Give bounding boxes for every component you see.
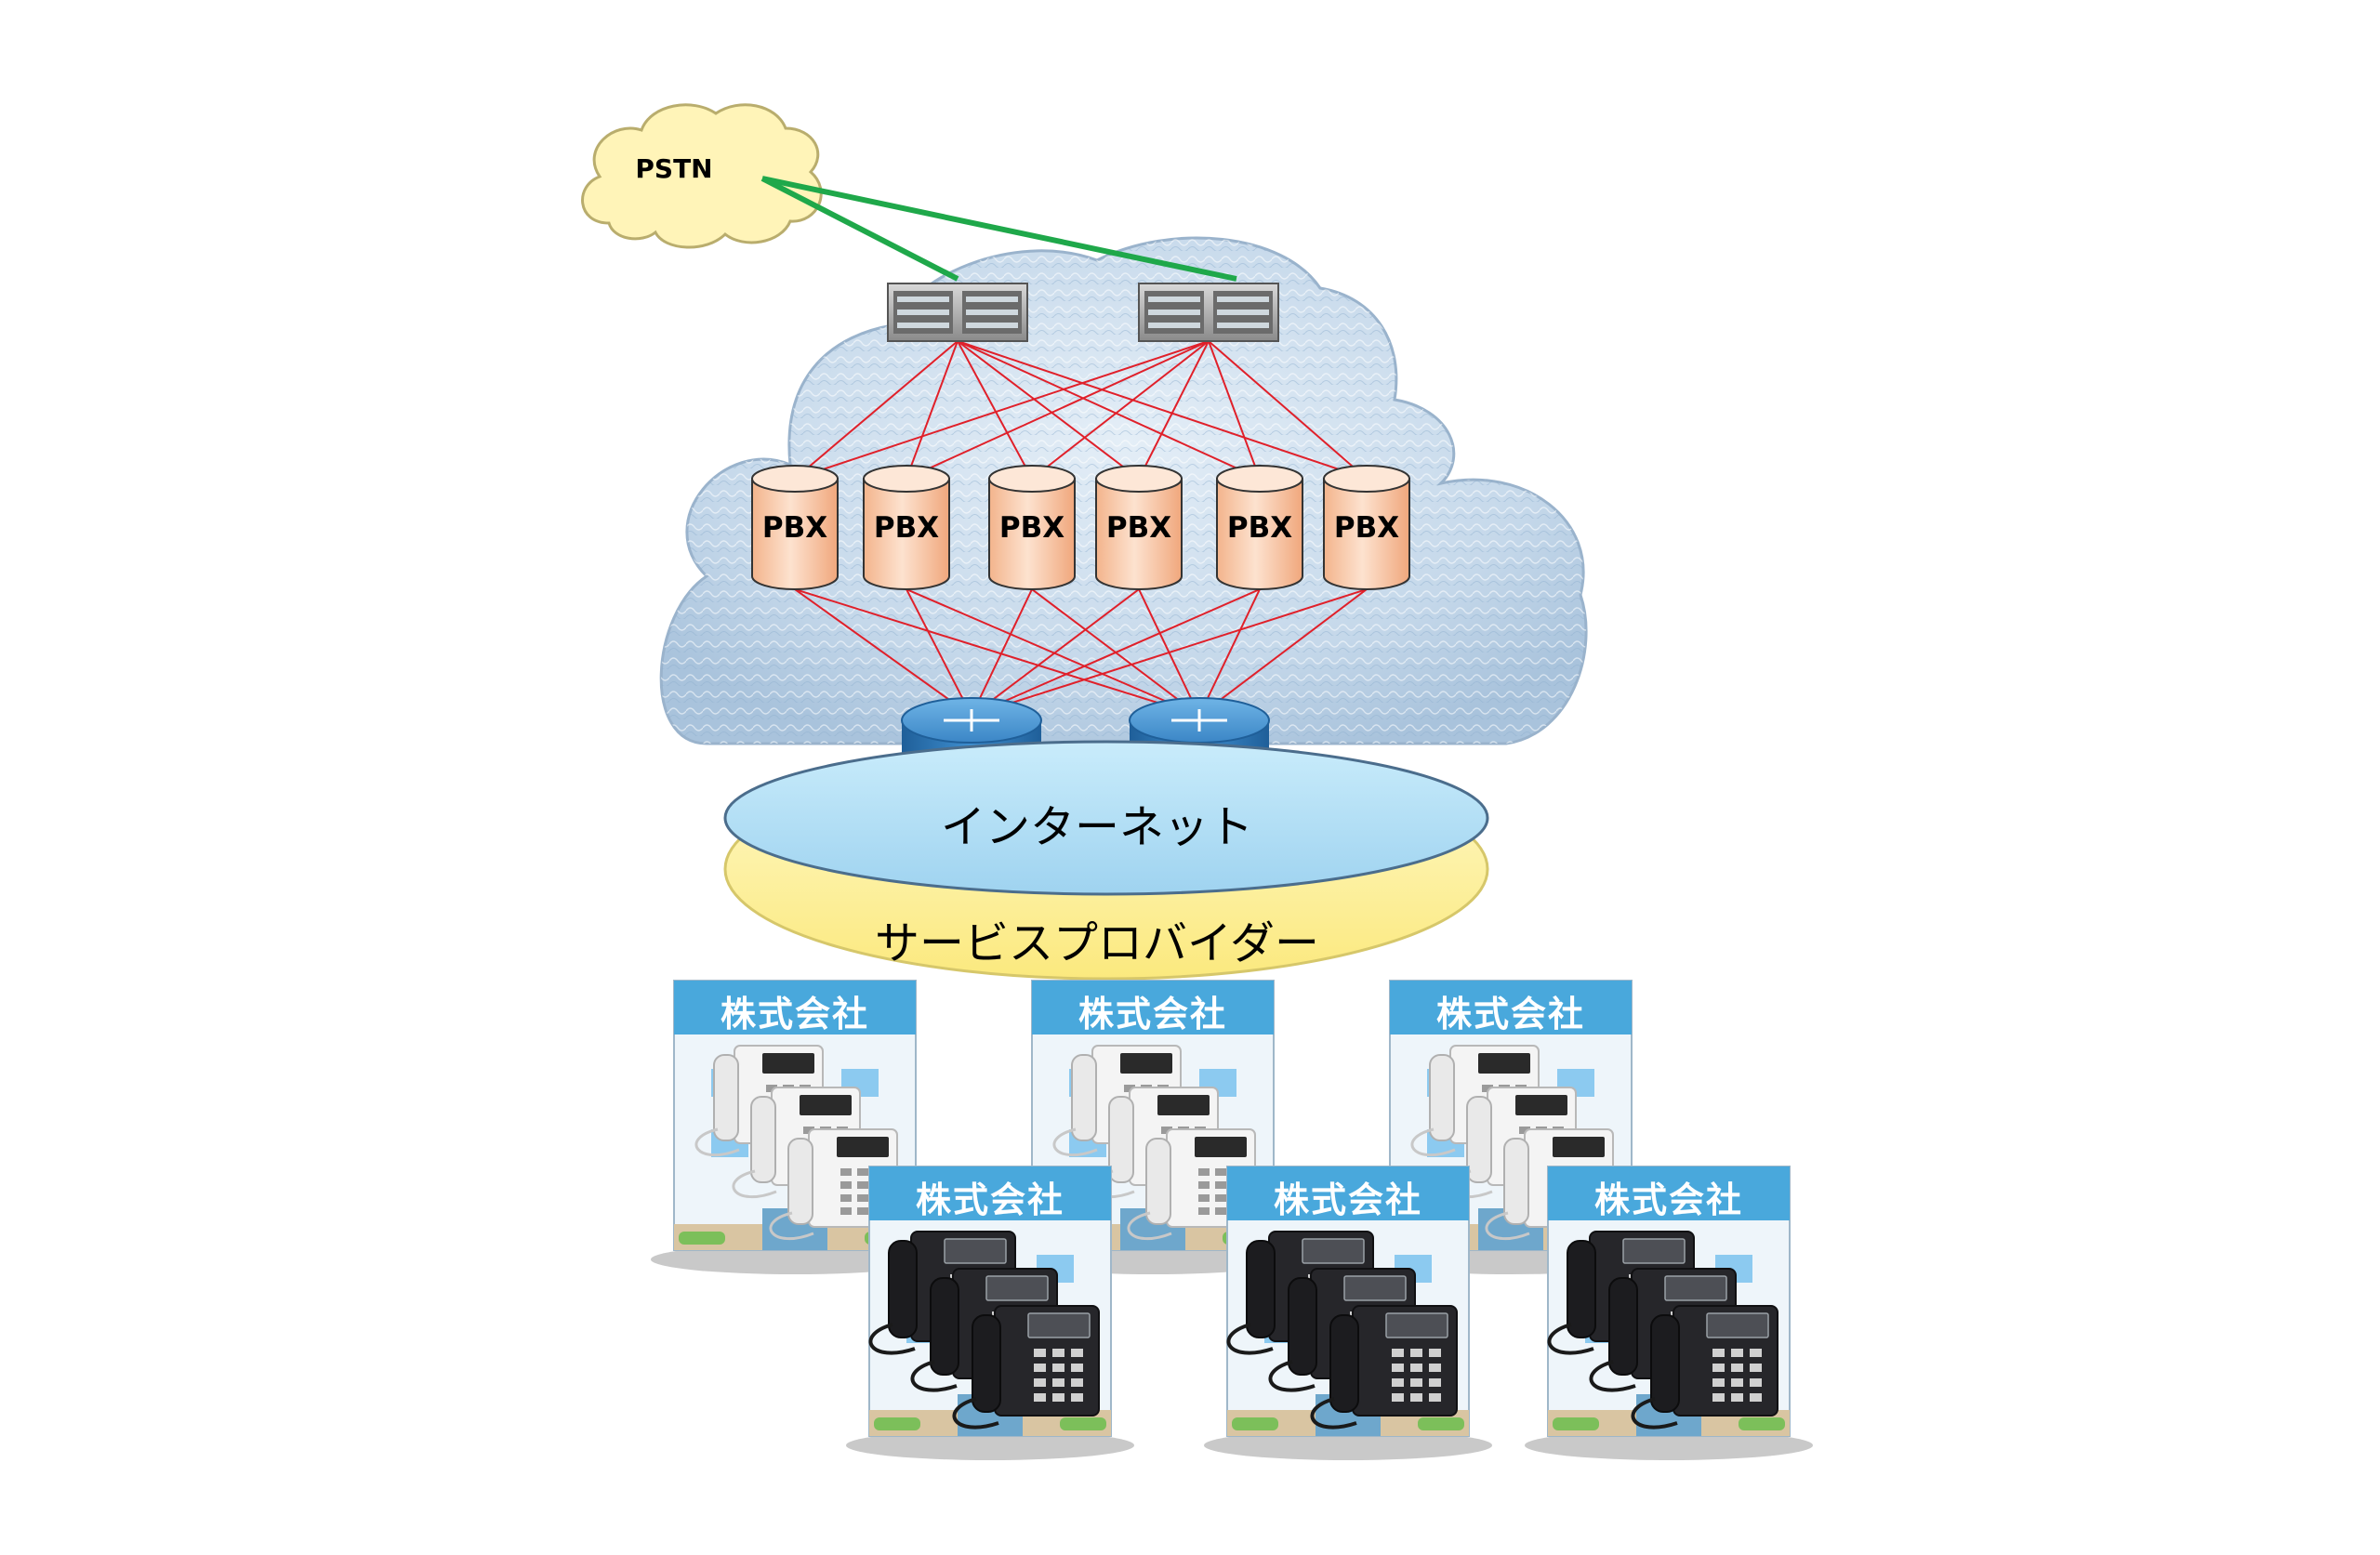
- mesh-line: [1138, 340, 1210, 480]
- office-phone-icon: [1310, 1304, 1459, 1430]
- mesh-line: [1031, 340, 1210, 480]
- pbx-cylinder: [1216, 465, 1303, 590]
- mesh-line: [1208, 340, 1368, 480]
- pstn-cloud: [581, 103, 823, 249]
- pbx-cylinder: [1323, 465, 1410, 590]
- mesh-line: [957, 340, 1368, 480]
- pbx-label: PBX: [998, 511, 1065, 545]
- mesh-line: [1208, 340, 1261, 480]
- mesh-line: [794, 340, 1210, 480]
- mesh-line: [971, 588, 1368, 717]
- office-phone-icon: [1631, 1304, 1779, 1430]
- gateway-server-1: [887, 283, 1028, 342]
- pbx-label: PBX: [873, 511, 940, 545]
- mesh-line: [794, 588, 1200, 717]
- pstn-links: [760, 176, 1237, 282]
- mesh-line: [957, 340, 1033, 480]
- pbx-mesh-lines: [794, 340, 1368, 717]
- company-building: [651, 980, 939, 1274]
- mesh-line: [906, 588, 1200, 717]
- mesh-line: [906, 588, 972, 717]
- mesh-line: [971, 588, 1033, 717]
- pbx-label: PBX: [1226, 511, 1293, 545]
- mesh-line: [971, 588, 1140, 717]
- pbx-label: PBX: [1105, 511, 1172, 545]
- company-building: [1525, 1166, 1813, 1460]
- internet-disc: [723, 740, 1489, 896]
- company-label: 株式会社: [915, 1179, 1064, 1220]
- mesh-line: [1198, 588, 1261, 717]
- office-phone-icon: [952, 1304, 1101, 1430]
- pstn-label: PSTN: [635, 153, 713, 184]
- pbx-label: PBX: [1333, 511, 1400, 545]
- internet-label: インターネット: [940, 801, 1253, 853]
- company-label: 株式会社: [1593, 1179, 1743, 1220]
- pbx-cylinder: [751, 465, 839, 590]
- pbx-servers: [751, 465, 1410, 590]
- pbx-label: PBX: [761, 511, 828, 545]
- mesh-line: [957, 340, 1140, 480]
- company-building: [846, 1166, 1134, 1460]
- gateway-server-2: [1138, 283, 1279, 342]
- service-provider-label: サービスプロバイダー: [874, 917, 1320, 969]
- mesh-line: [794, 340, 959, 480]
- mesh-line: [1198, 588, 1368, 717]
- company-label: 株式会社: [1435, 994, 1585, 1034]
- pbx-cylinder: [1095, 465, 1183, 590]
- mesh-line: [906, 340, 1210, 480]
- company-offices: [651, 980, 1813, 1460]
- mesh-line: [794, 588, 972, 717]
- mesh-line: [971, 588, 1261, 717]
- mesh-line: [906, 340, 959, 480]
- company-label: 株式会社: [1273, 1179, 1422, 1220]
- pbx-cylinder: [863, 465, 950, 590]
- company-label: 株式会社: [720, 994, 869, 1034]
- company-building: [1204, 1166, 1492, 1460]
- company-label: 株式会社: [1078, 994, 1227, 1034]
- mesh-line: [957, 340, 1261, 480]
- pbx-cylinder: [988, 465, 1076, 590]
